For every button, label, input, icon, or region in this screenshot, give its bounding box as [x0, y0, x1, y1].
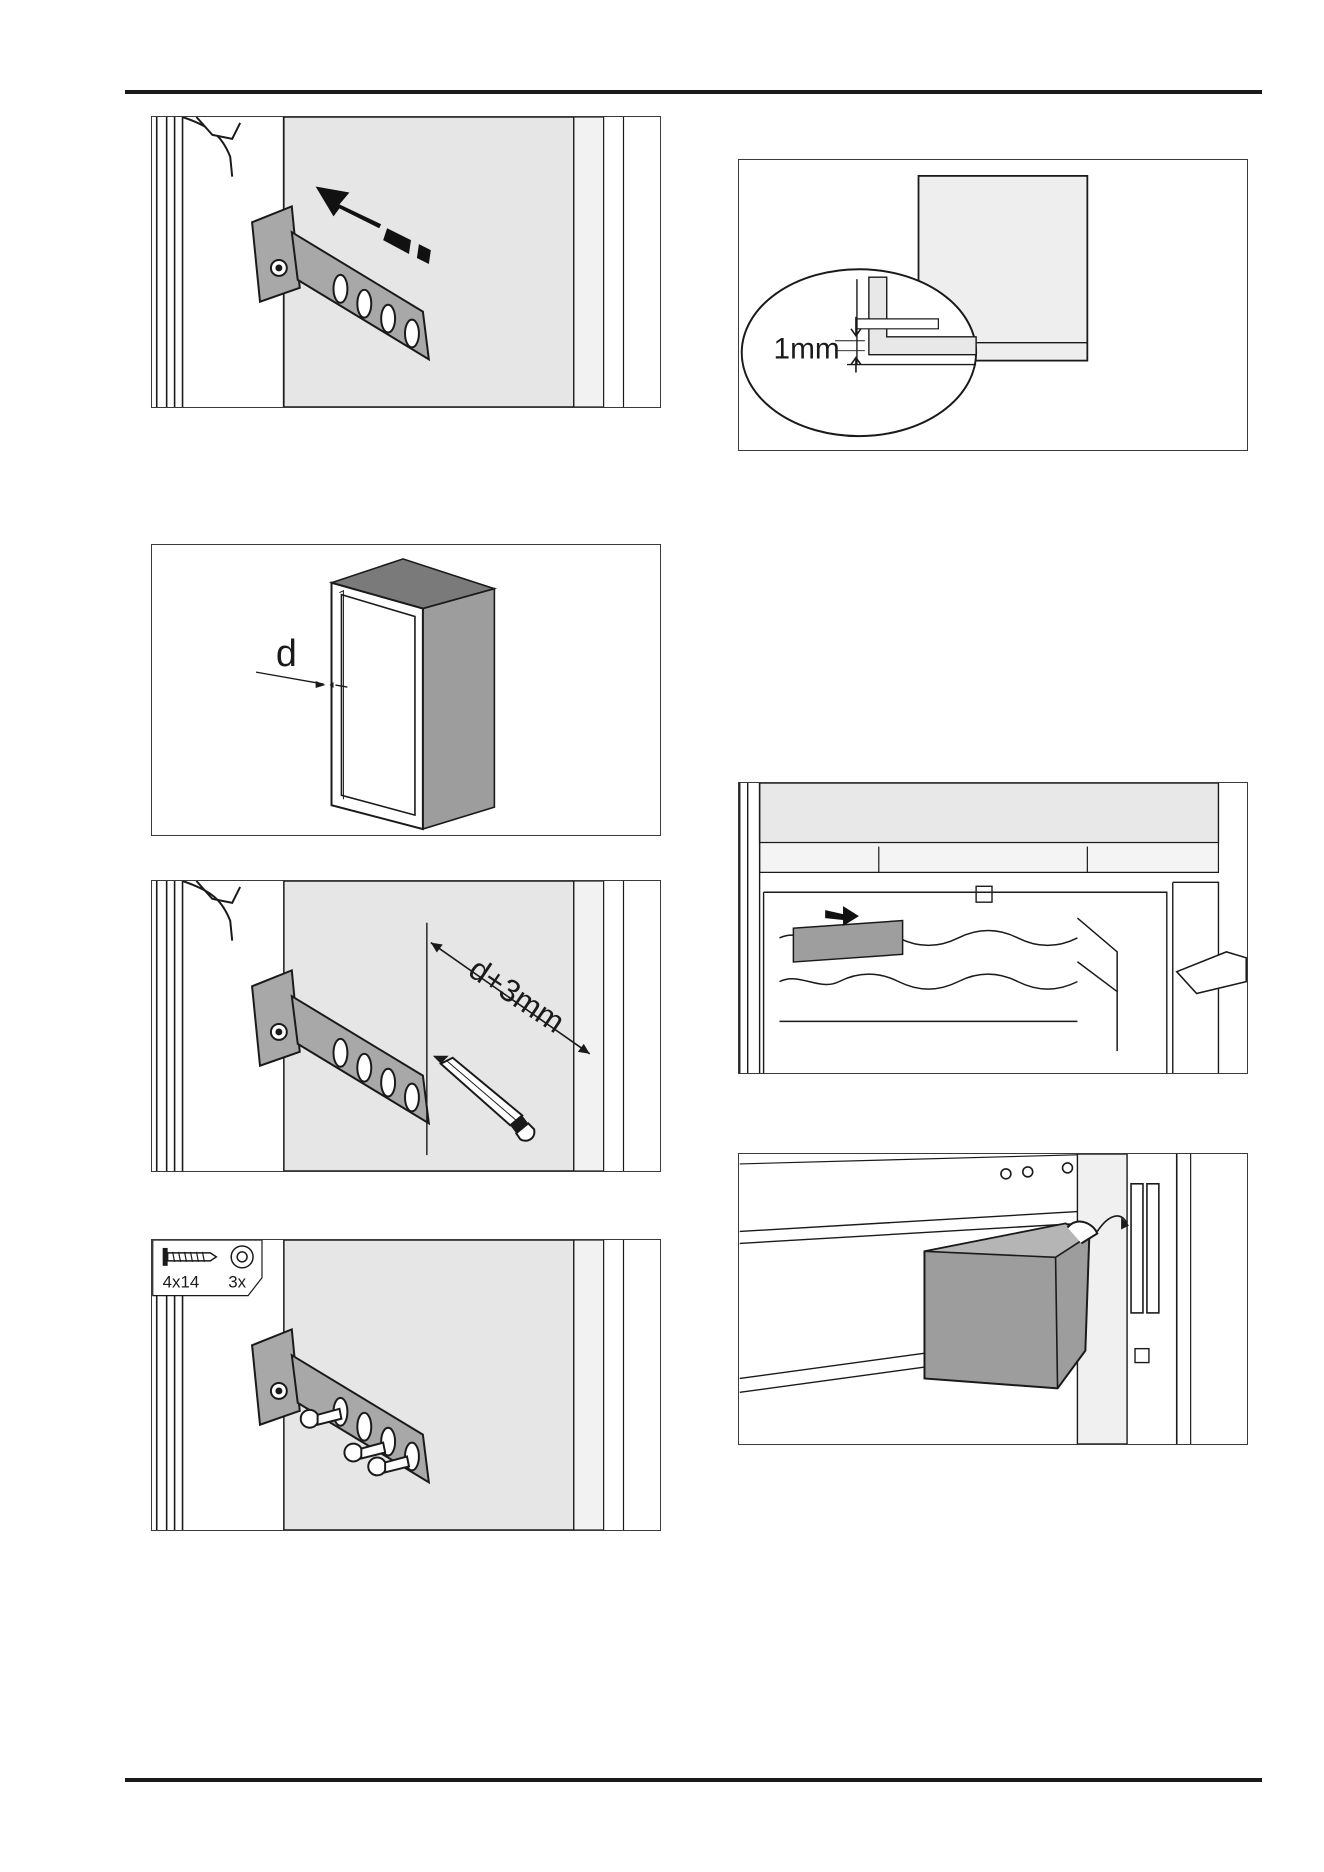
figure-door-gap: d — [151, 544, 661, 836]
figure-marking: d+3mm — [151, 880, 661, 1172]
figure-screws: 4x14 3x — [151, 1239, 661, 1531]
figure-hinge-cover — [738, 1153, 1248, 1445]
screw-spec-label: 4x14 — [163, 1273, 200, 1292]
header-rule — [125, 90, 1262, 94]
figure-bracket-insert — [151, 116, 661, 408]
figure-interior-panel — [738, 782, 1248, 1074]
figure-gap-detail: 1mm — [738, 159, 1248, 451]
torx-icon — [231, 1246, 253, 1268]
door-gap-label: d — [276, 632, 297, 674]
screw-quantity-label: 3x — [228, 1273, 246, 1292]
footer-rule — [125, 1778, 1262, 1782]
gap-dimension-label: 1mm — [774, 333, 840, 366]
